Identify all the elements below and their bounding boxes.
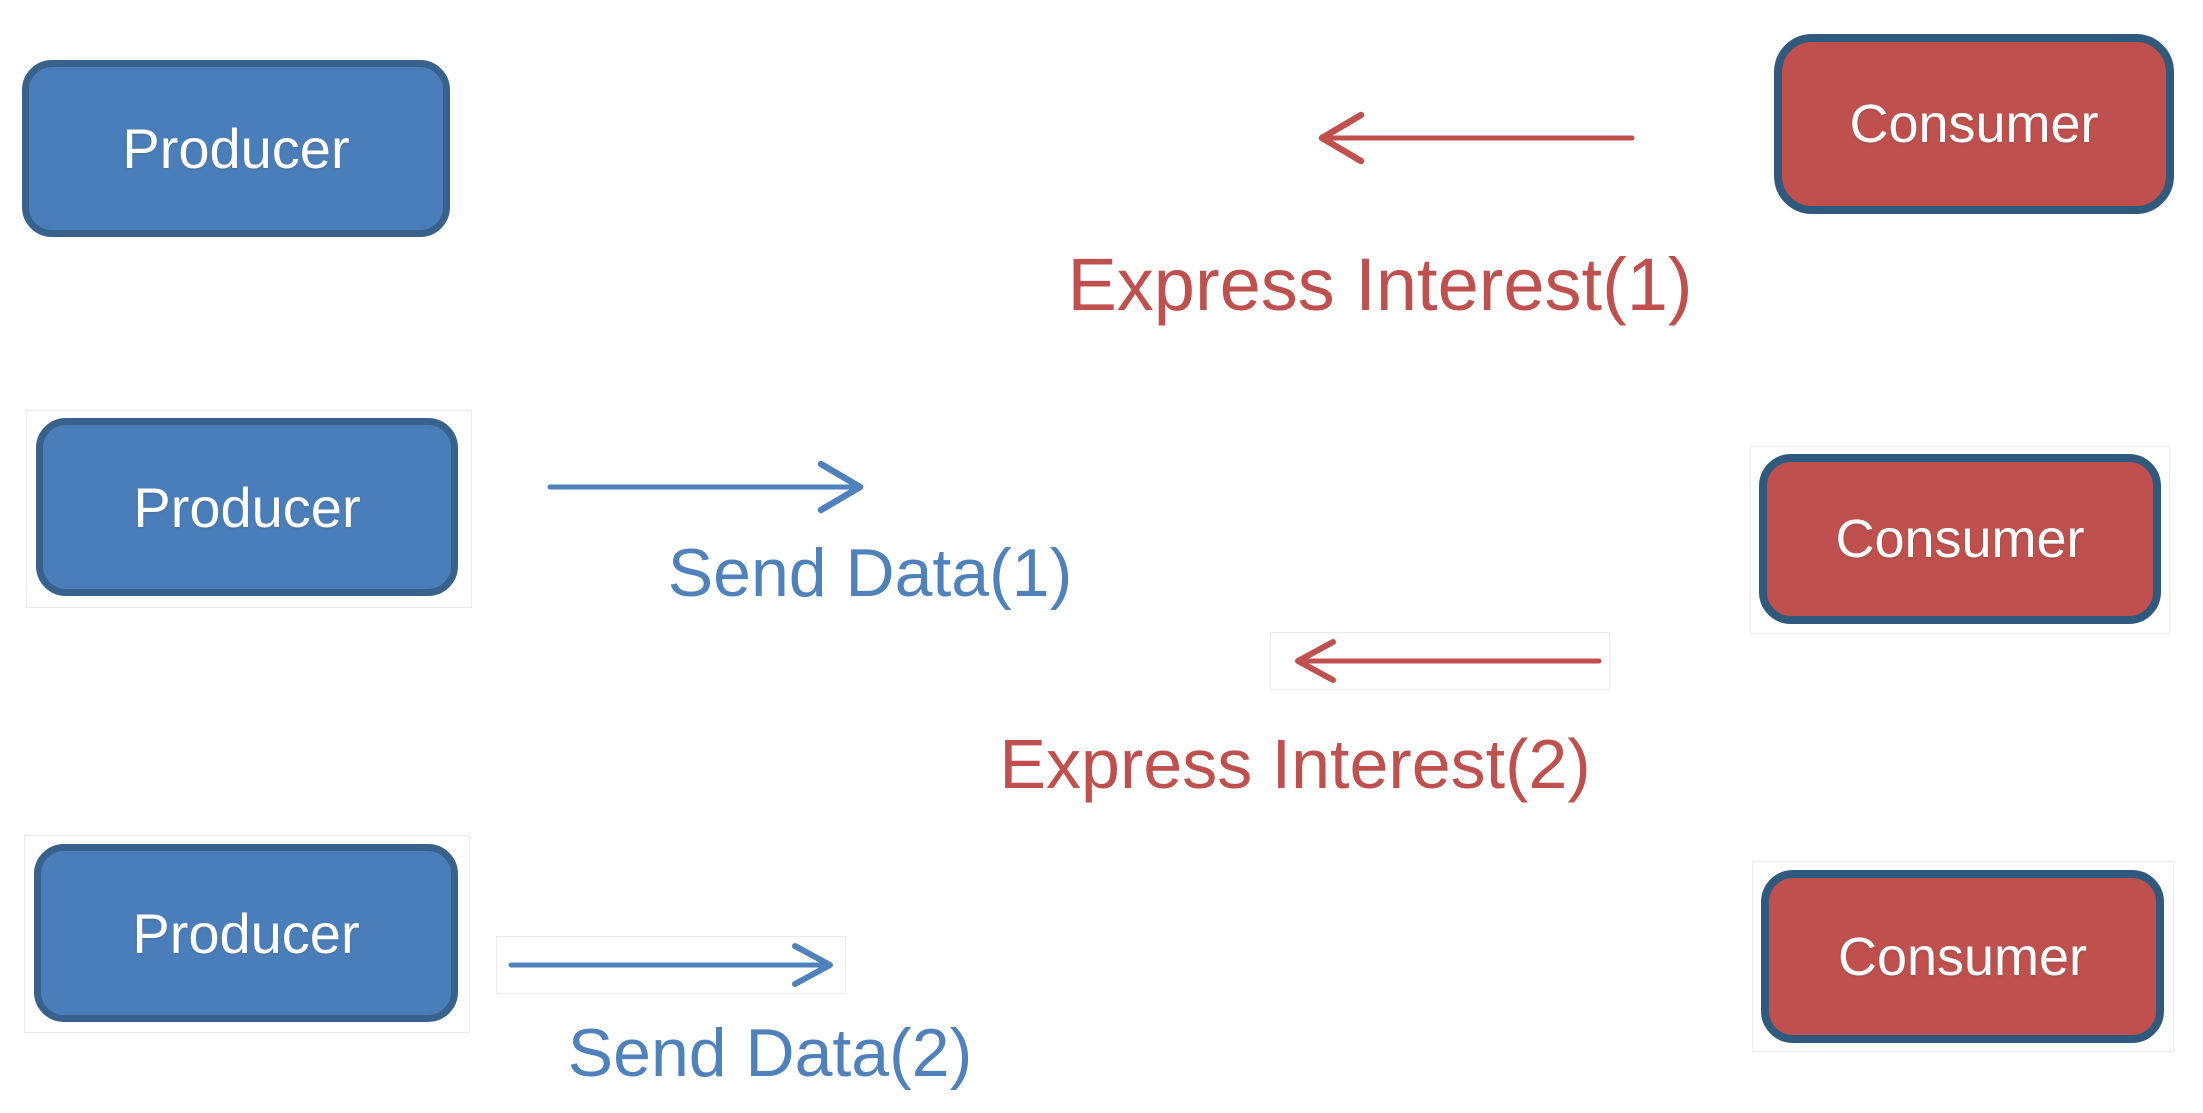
consumer-box-1: Consumer [1774,34,2174,214]
producer-label-1: Producer [122,117,350,180]
send-data-2-label: Send Data(2) [567,1015,973,1091]
consumer-2-image-card: Consumer [1750,446,2170,634]
express-interest-1-left-arrow-icon [1307,93,1642,183]
consumer-3-image-card: Consumer [1752,861,2174,1052]
express-interest-2-arrow-card [1270,632,1610,690]
consumer-box-3: Consumer [1761,870,2164,1043]
send-data-2-right-arrow-icon [497,937,845,993]
consumer-box-2: Consumer [1759,454,2161,624]
send-data-1-right-arrow-icon [540,442,875,532]
producer-3-image-card: Producer [24,835,470,1033]
send-data-1-label: Send Data(1) [667,535,1073,611]
producer-label-3: Producer [132,901,360,965]
consumer-label-1: Consumer [1849,94,2099,154]
send-data-2-arrow-card [496,936,846,994]
producer-box-1: Producer [22,60,450,237]
express-interest-2-left-arrow-icon [1271,633,1609,689]
producer-box-3: Producer [34,844,458,1022]
producer-box-2: Producer [36,418,458,596]
express-interest-2-label: Express Interest(2) [999,725,1591,803]
consumer-label-2: Consumer [1835,509,2085,569]
express-interest-1-label: Express Interest(1) [1067,243,1693,326]
consumer-label-3: Consumer [1837,926,2088,987]
producer-label-2: Producer [133,475,361,539]
producer-2-image-card: Producer [26,410,472,608]
